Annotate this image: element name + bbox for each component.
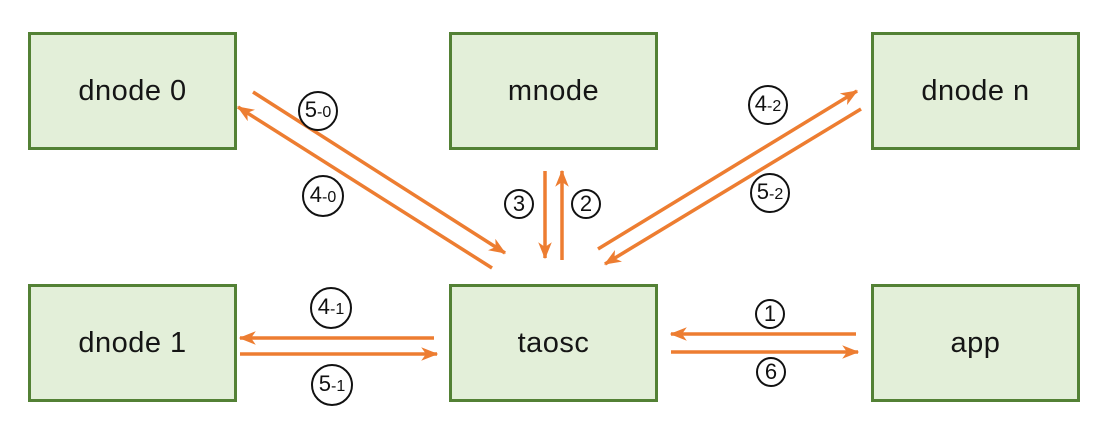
- edge-label-5-2: 5-2: [750, 173, 790, 213]
- edge-4-0-arrow: [236, 105, 493, 270]
- node-taosc: taosc: [449, 284, 658, 402]
- node-dnode-n-label: dnode n: [921, 74, 1030, 107]
- edge-label-2: 2: [571, 189, 601, 219]
- edge-label-4-1: 4-1: [310, 287, 352, 329]
- node-dnode-1-label: dnode 1: [78, 326, 187, 359]
- edge-label-6: 6: [756, 357, 786, 387]
- node-dnode-0-label: dnode 0: [78, 74, 187, 107]
- node-dnode-0: dnode 0: [28, 32, 237, 150]
- node-dnode-1: dnode 1: [28, 284, 237, 402]
- edge-label-4-2: 4-2: [748, 85, 788, 125]
- node-mnode-label: mnode: [507, 74, 600, 107]
- edge-label-5-1: 5-1: [311, 364, 353, 406]
- edge-label-1: 1: [755, 299, 785, 329]
- edge-5-2-arrow: [603, 107, 862, 266]
- edge-label-5-0: 5-0: [298, 91, 338, 131]
- edge-4-2-arrow: [597, 89, 859, 251]
- node-dnode-n: dnode n: [871, 32, 1080, 150]
- node-app: app: [871, 284, 1080, 402]
- edge-5-0-arrow: [252, 90, 507, 255]
- edge-label-3: 3: [504, 189, 534, 219]
- edge-label-4-0: 4-0: [302, 175, 344, 217]
- node-app-label: app: [950, 326, 1001, 359]
- node-mnode: mnode: [449, 32, 658, 150]
- node-taosc-label: taosc: [517, 326, 590, 359]
